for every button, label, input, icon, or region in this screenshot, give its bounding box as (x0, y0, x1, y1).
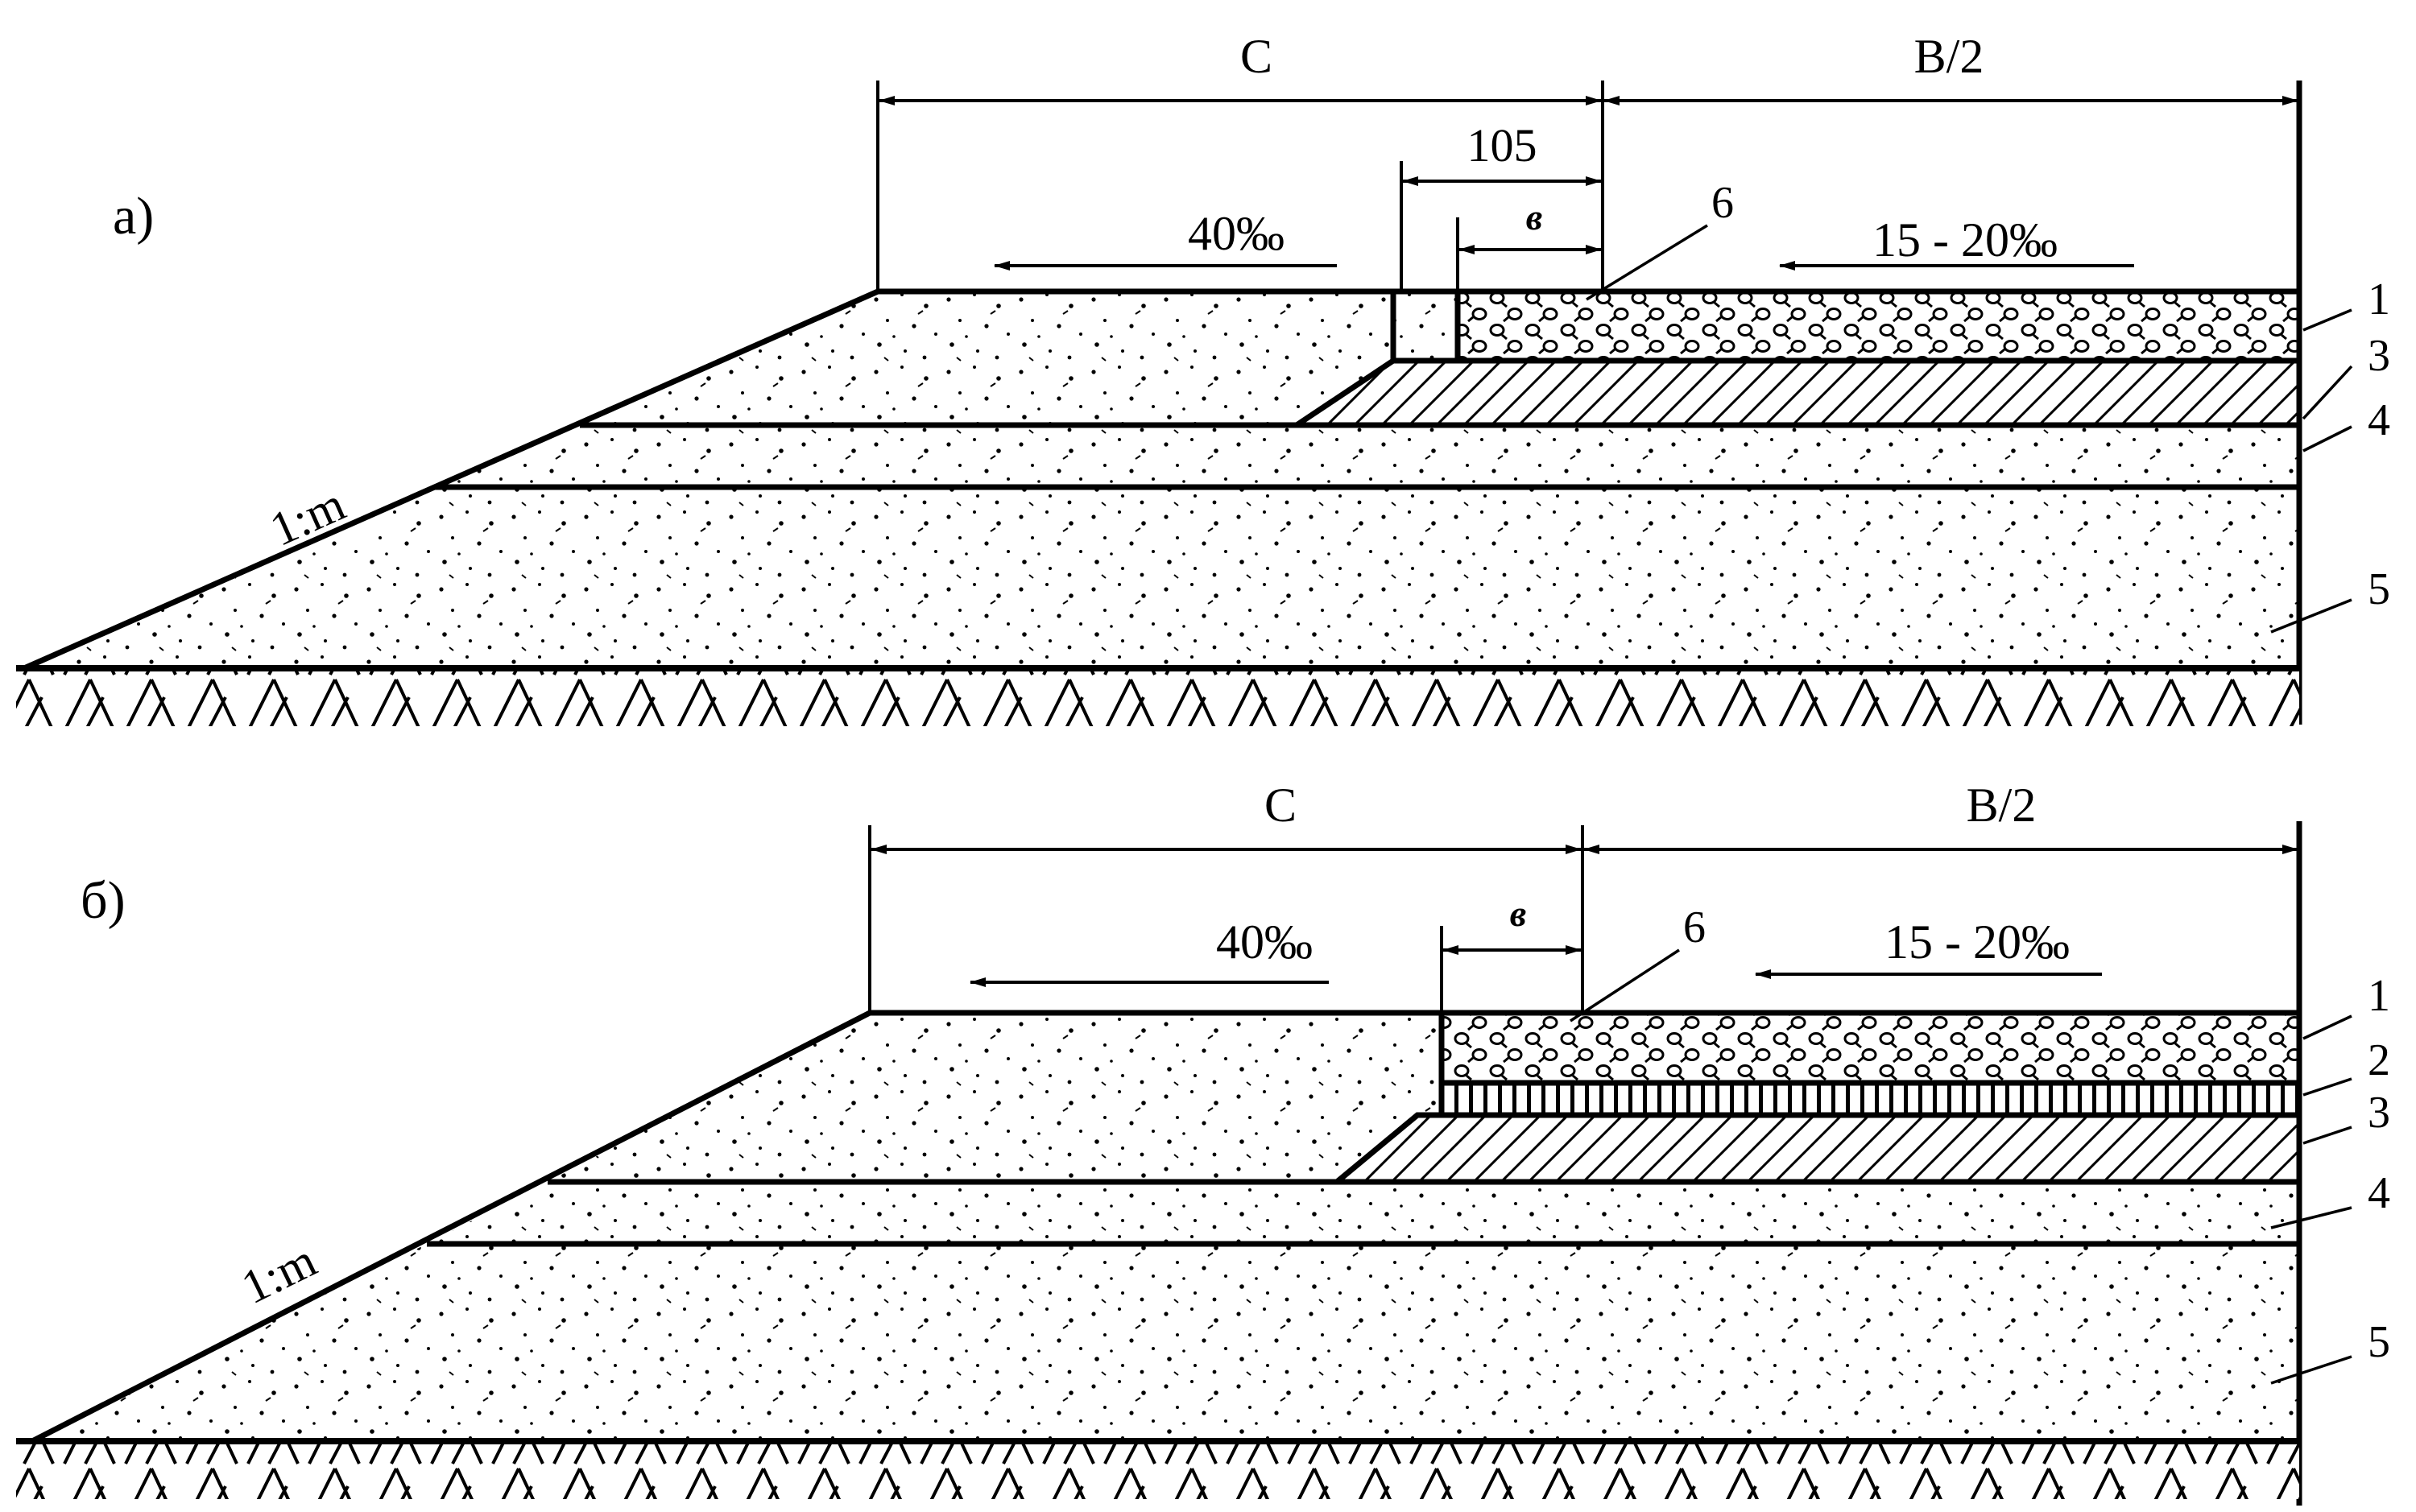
leaders-b (1570, 948, 2352, 1385)
layer-number-5-a: 5 (2368, 564, 2390, 614)
shoulder-fill-b (548, 1013, 1442, 1182)
slope-shoulder-label-a: 40‰ (1188, 207, 1285, 260)
layer-1-pavement-b (1442, 1013, 2299, 1083)
dim-v-label-b: в (1510, 893, 1527, 934)
slope-shoulder-label-b: 40‰ (1216, 915, 1313, 969)
panel-label-b: б) (81, 871, 126, 930)
panel-label-a: а) (113, 187, 154, 246)
leaders-a (1586, 224, 2353, 634)
layer-4-sand-a (435, 425, 2299, 487)
layer-number-3-b: 3 (2368, 1088, 2390, 1138)
layer-number-4-a: 4 (2368, 395, 2390, 445)
layer-3-base-b (1337, 1115, 2299, 1182)
layer-2-binder-b (1442, 1083, 2299, 1115)
layer-number-5-b: 5 (2368, 1317, 2390, 1367)
slope-carriageway-label-b: 15 - 20‰ (1884, 915, 2070, 969)
panel-b: б) (16, 779, 2390, 1506)
layer-number-6-a: 6 (1711, 178, 1734, 228)
dim-c-label-b: C (1264, 779, 1297, 832)
dimensions-a (876, 81, 2298, 291)
ground-hatch-a (16, 670, 2299, 726)
layer-number-2-b: 2 (2368, 1035, 2390, 1085)
dim-v-label-a: в (1526, 196, 1543, 238)
dim-b2-label-b: B/2 (1967, 779, 2037, 832)
dim-c-label-a: C (1240, 30, 1272, 83)
dim-105-label-a: 105 (1467, 119, 1537, 171)
layer-number-4-b: 4 (2368, 1168, 2390, 1218)
panel-a: а) (16, 30, 2390, 726)
layer-5-subgrade-a (24, 487, 2299, 668)
layer-number-1-b: 1 (2368, 971, 2390, 1021)
dimensions-b (868, 825, 2298, 1013)
embankment-slope-label-b: 1:m (234, 1233, 325, 1314)
dim-b2-label-a: B/2 (1914, 30, 1984, 83)
layer-4-sand-b (427, 1182, 2299, 1244)
layer-1-pavement-a (1458, 291, 2299, 361)
shoulder-fill-a (580, 291, 1458, 425)
layer-number-6-b: 6 (1683, 903, 1706, 952)
layer-5-subgrade-b (32, 1244, 2299, 1441)
ground-hatch-b (16, 1443, 2299, 1499)
slope-carriageway-label-a: 15 - 20‰ (1872, 213, 2058, 266)
layer-number-3-a: 3 (2368, 331, 2390, 381)
layer-number-1-a: 1 (2368, 275, 2390, 324)
layer-3-base-a (1297, 361, 2299, 425)
